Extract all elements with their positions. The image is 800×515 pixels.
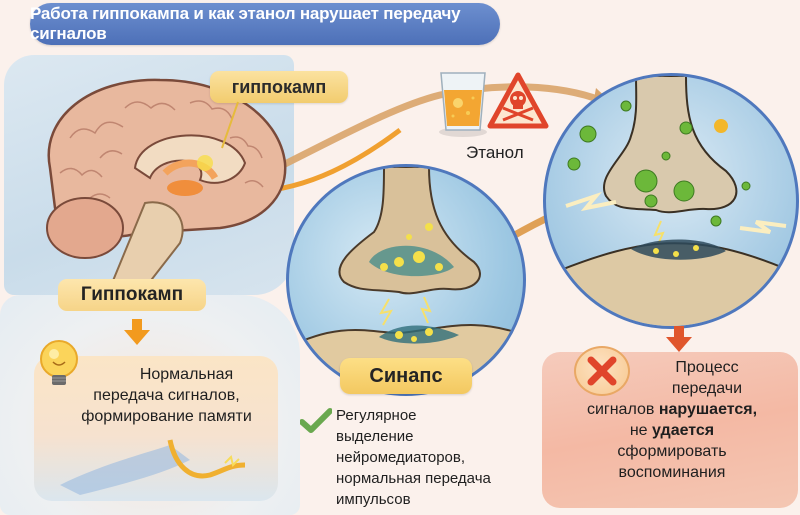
brain-illustration (46, 78, 287, 288)
normal-signal-box (34, 356, 278, 501)
down-arrow-icon (124, 319, 150, 345)
hippocampus-callout-label: гиппокамп (231, 76, 327, 97)
checkmark-icon (300, 408, 332, 433)
hippocampus-callout-tag: гиппокамп (210, 71, 348, 103)
normal-signal-description: Нормальная передача сигналов, формирован… (81, 366, 252, 425)
neuron-signal-illustration (60, 439, 246, 495)
x-mark-icon (587, 356, 617, 386)
page-title: Работа гиппокампа и как этанол нарушает … (30, 4, 461, 43)
lightbulb-icon (40, 340, 78, 385)
title-banner: Работа гиппокампа и как этанол нарушает … (30, 3, 500, 45)
hippocampus-section-label: Гиппокамп (58, 279, 206, 311)
synapse-heading: Синапс (369, 364, 443, 387)
synapse-section-label: Синапс (340, 358, 472, 394)
down-arrow-icon (666, 326, 692, 352)
alcohol-glass-icon (439, 72, 487, 137)
callout-pointer (221, 101, 239, 149)
hippocampus-heading: Гиппокамп (80, 284, 184, 305)
ethanol-label: Этанол (466, 143, 524, 162)
toxic-warning-icon (487, 72, 549, 129)
normal-synapse-description: Регулярное выделение нейромедиаторов, но… (336, 407, 491, 508)
disrupted-synapse-drawing (546, 76, 796, 326)
error-badge (574, 346, 630, 396)
disrupted-synapse-illustration (543, 73, 799, 329)
disruption-description: Процесс передачи сигналов нарушается, не… (586, 359, 758, 481)
